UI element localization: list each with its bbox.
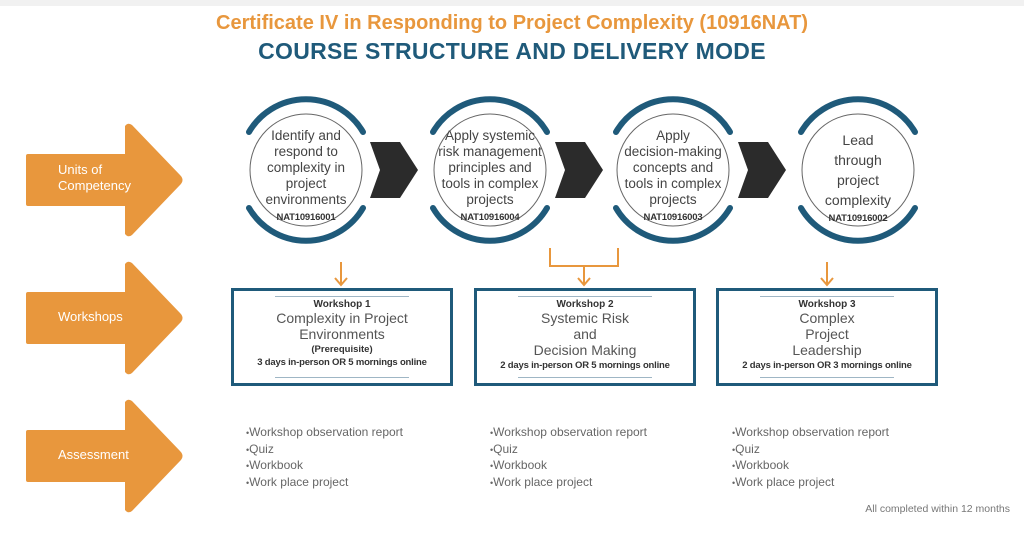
unit-circle-3: Apply decision-making concepts and tools…: [603, 94, 743, 244]
unit-3-code: NAT10916003: [643, 212, 703, 223]
unit-3-line: decision-making: [624, 144, 722, 159]
workshops-arrow: Workshops: [20, 258, 190, 378]
unit-1-line: complexity in: [266, 160, 346, 175]
unit-4-line: complexity: [824, 192, 892, 208]
unit-3-line: projects: [649, 192, 697, 207]
chevron-right-icon: [370, 142, 418, 198]
unit-2-code: NAT10916004: [460, 212, 520, 223]
workshop-2-title: Decision Making: [533, 342, 637, 358]
units-label-line2: Competency: [58, 178, 131, 193]
arrow-down-icon: [820, 262, 834, 287]
unit-circle-1: Identify and respond to complexity in pr…: [236, 94, 376, 244]
page-title: Certificate IV in Responding to Project …: [216, 12, 808, 34]
arrow-right-icon: [26, 399, 183, 513]
unit-circle-2: Apply systemic risk management principle…: [420, 94, 560, 244]
unit-1-line: project: [285, 176, 327, 191]
unit-3-line: tools in complex: [624, 176, 722, 191]
completion-note: All completed within 12 months: [865, 503, 1010, 515]
chevron-right-icon: [738, 142, 786, 198]
unit-3-line: Apply: [656, 128, 690, 143]
unit-3-line: concepts and: [632, 160, 714, 175]
workshop-2-number: Workshop 2: [556, 299, 614, 310]
assessment-item: Workbook: [490, 458, 647, 475]
units-of-competency-arrow: Units of Competency: [20, 120, 190, 240]
workshop-2-title: and: [573, 326, 597, 342]
assessment-list-1: Workshop observation report Quiz Workboo…: [246, 425, 403, 491]
arrow-right-icon: [26, 261, 183, 375]
divider: [760, 296, 894, 297]
circle-frame-icon: [246, 96, 366, 244]
assessment-item: Quiz: [732, 442, 889, 459]
bracket-arrow-down-icon: [549, 248, 619, 287]
workshop-3-title: Leadership: [792, 342, 862, 358]
unit-2-line: tools in complex: [441, 176, 539, 191]
assessment-label: Assessment: [58, 447, 129, 462]
workshop-1-title: Complexity in Project: [276, 310, 408, 326]
unit-1-code: NAT10916001: [276, 212, 336, 223]
assessment-item: Work place project: [732, 475, 889, 492]
page-subtitle: COURSE STRUCTURE AND DELIVERY MODE: [258, 38, 766, 64]
assessment-list-2: Workshop observation report Quiz Workboo…: [490, 425, 647, 491]
workshop-1-prerequisite: (Prerequisite): [311, 344, 373, 355]
assessment-item: Quiz: [246, 442, 403, 459]
assessment-item: Quiz: [490, 442, 647, 459]
divider: [275, 377, 409, 378]
workshop-3-title: Project: [805, 326, 849, 342]
divider: [275, 296, 409, 297]
workshop-1-duration: 3 days in-person OR 5 mornings online: [257, 357, 427, 368]
workshop-3-number: Workshop 3: [798, 299, 856, 310]
circle-frame-icon: [613, 96, 733, 244]
unit-circle-4: Lead through project complexity NAT10916…: [788, 94, 928, 244]
workshop-3-title: Complex: [799, 310, 855, 326]
circle-frame-icon: [430, 96, 550, 244]
workshop-box-3: Workshop 3 Complex Project Leadership 2 …: [716, 288, 938, 386]
assessment-item: Workshop observation report: [246, 425, 403, 442]
unit-2-line: projects: [466, 192, 514, 207]
unit-2-line: principles and: [448, 160, 532, 175]
assessment-item: Workbook: [732, 458, 889, 475]
assessment-item: Work place project: [490, 475, 647, 492]
unit-2-line: Apply systemic: [444, 128, 536, 143]
arrow-right-icon: [26, 123, 183, 237]
workshop-box-2: Workshop 2 Systemic Risk and Decision Ma…: [474, 288, 696, 386]
unit-4-line: project: [836, 172, 880, 188]
units-label-line1: Units of: [58, 162, 103, 177]
divider: [518, 296, 652, 297]
assessment-item: Workshop observation report: [732, 425, 889, 442]
circle-frame-icon: [798, 96, 918, 244]
divider: [518, 377, 652, 378]
top-bar: [0, 0, 1024, 6]
workshop-3-duration: 2 days in-person OR 3 mornings online: [742, 360, 912, 371]
workshops-label: Workshops: [58, 309, 123, 324]
divider: [760, 377, 894, 378]
unit-2-line: risk management: [438, 144, 542, 159]
workshop-1-title: Environments: [299, 326, 385, 342]
assessment-item: Workshop observation report: [490, 425, 647, 442]
assessment-item: Work place project: [246, 475, 403, 492]
unit-1-line: Identify and: [271, 128, 341, 143]
chevron-right-icon: [555, 142, 603, 198]
unit-1-line: environments: [265, 192, 347, 207]
unit-4-line: through: [834, 152, 882, 168]
unit-4-code: NAT10916002: [828, 213, 888, 224]
workshop-1-number: Workshop 1: [313, 299, 371, 310]
workshop-2-duration: 2 days in-person OR 5 mornings online: [500, 360, 670, 371]
unit-1-line: respond to: [274, 144, 338, 159]
assessment-item: Workbook: [246, 458, 403, 475]
workshop-2-title: Systemic Risk: [541, 310, 629, 326]
arrow-down-icon: [334, 262, 348, 287]
workshop-box-1: Workshop 1 Complexity in Project Environ…: [231, 288, 453, 386]
assessment-arrow: Assessment: [20, 396, 190, 516]
unit-4-line: Lead: [842, 132, 874, 148]
assessment-list-3: Workshop observation report Quiz Workboo…: [732, 425, 889, 491]
